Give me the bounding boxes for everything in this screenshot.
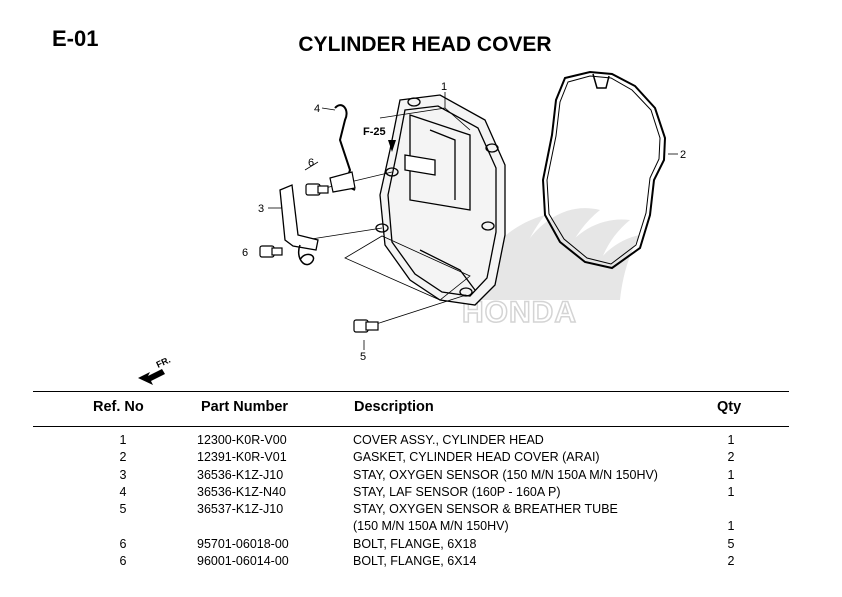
- table-header-rule: [33, 426, 789, 427]
- qty-cell: 1: [727, 468, 735, 482]
- breather-stay-bolt: [353, 319, 379, 333]
- description-cell: STAY, LAF SENSOR (160P - 160A P): [353, 485, 561, 499]
- description-cell: STAY, OXYGEN SENSOR & BREATHER TUBE: [353, 502, 618, 516]
- ref-no-cell: 2: [119, 450, 127, 464]
- callout-1: 1: [441, 81, 447, 93]
- description-continuation-cell: (150 M/N 150A M/N 150HV): [353, 519, 509, 533]
- laf-sensor-stay-bracket: [329, 171, 356, 193]
- part-number-cell: 96001-06014-00: [197, 554, 289, 568]
- front-direction-arrow: [138, 369, 165, 385]
- description-cell: GASKET, CYLINDER HEAD COVER (ARAI): [353, 450, 600, 464]
- part-number-cell: 12391-K0R-V01: [197, 450, 287, 464]
- column-header-description: Description: [354, 399, 434, 415]
- part-number-cell: 12300-K0R-V00: [197, 433, 287, 447]
- page-title: CYLINDER HEAD COVER: [298, 33, 552, 56]
- page-code: E-01: [52, 26, 99, 51]
- qty-cell: 1: [727, 433, 735, 447]
- column-header-qty: Qty: [717, 399, 742, 415]
- description-cell: STAY, OXYGEN SENSOR (150 M/N 150A M/N 15…: [353, 468, 658, 482]
- honda-watermark-text: HONDA: [462, 296, 577, 329]
- figure-reference: F-25: [363, 126, 386, 138]
- qty-cell: 5: [727, 537, 735, 551]
- gasket-notch: [592, 73, 610, 89]
- flange-bolt-lower: [259, 245, 283, 258]
- qty-cell: 1: [727, 519, 735, 533]
- callout-6-lower: 6: [242, 247, 248, 259]
- flange-bolt-upper: [305, 183, 329, 196]
- part-number-cell: 36537-K1Z-J10: [197, 502, 284, 516]
- laf-sensor-stay: [334, 104, 356, 191]
- callout-5: 5: [360, 351, 366, 363]
- callout-4: 4: [314, 103, 320, 115]
- part-number-cell: 95701-06018-00: [197, 537, 289, 551]
- leader-lines: [262, 92, 678, 350]
- callout-6-upper: 6: [308, 157, 314, 169]
- oxygen-sensor-stay-wire: [298, 244, 315, 266]
- ref-no-cell: 3: [119, 468, 127, 482]
- description-cell: COVER ASSY., CYLINDER HEAD: [353, 433, 544, 447]
- qty-cell: 2: [727, 554, 735, 568]
- description-cell: BOLT, FLANGE, 6X14: [353, 554, 477, 568]
- qty-cell: 1: [727, 485, 735, 499]
- oxygen-sensor-stay: [279, 184, 319, 251]
- column-header-part-number: Part Number: [201, 399, 289, 415]
- qty-cell: 2: [727, 450, 735, 464]
- callout-2: 2: [680, 149, 686, 161]
- ref-no-cell: 5: [119, 502, 127, 516]
- table-top-rule: [33, 391, 789, 392]
- figure-reference-arrow: [388, 140, 396, 152]
- description-cell: BOLT, FLANGE, 6X18: [353, 537, 477, 551]
- front-direction-label: FR.: [155, 355, 172, 370]
- gasket-outline: [541, 70, 667, 270]
- ref-no-cell: 6: [119, 537, 127, 551]
- part-number-cell: 36536-K1Z-J10: [197, 468, 284, 482]
- ref-no-cell: 4: [119, 485, 127, 499]
- part-number-cell: 36536-K1Z-N40: [197, 485, 286, 499]
- ref-no-cell: 1: [119, 433, 127, 447]
- gasket-inner-outline: [546, 75, 661, 265]
- exploded-parts-diagram: HONDA: [138, 70, 686, 385]
- callout-3: 3: [258, 203, 264, 215]
- ref-no-cell: 6: [119, 554, 127, 568]
- column-header-ref-no: Ref. No: [93, 399, 144, 415]
- cylinder-head-cover: [375, 94, 506, 306]
